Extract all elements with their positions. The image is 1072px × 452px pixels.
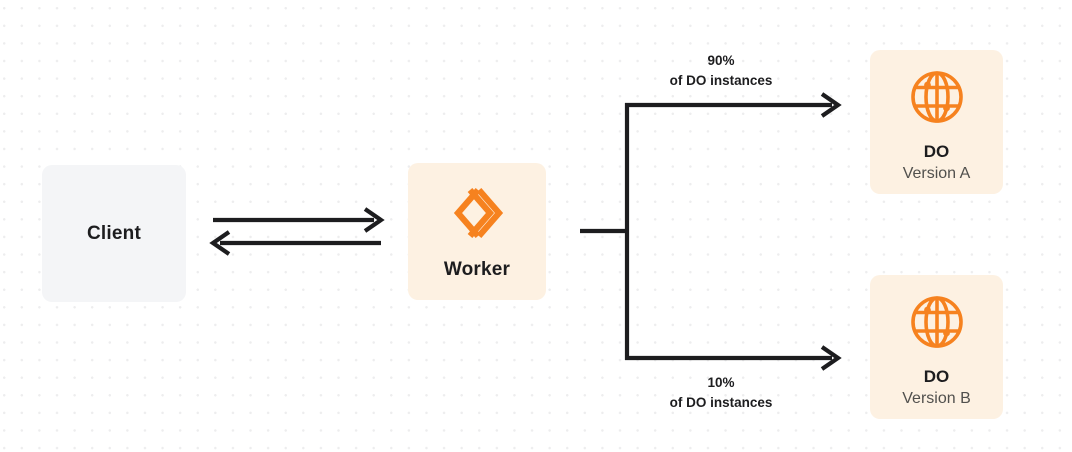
cloudflare-workers-icon [446, 182, 508, 249]
edge-label-do-b: 10% of DO instances [624, 373, 818, 412]
node-worker-label: Worker [443, 259, 511, 280]
node-do-version-b-title: DO [923, 367, 950, 386]
node-do-version-a-subtitle: Version A [902, 165, 971, 183]
durable-object-globe-icon [908, 68, 966, 131]
durable-object-globe-icon [908, 293, 966, 356]
node-do-version-a-title: DO [923, 142, 950, 161]
node-do-version-b-subtitle: Version B [902, 390, 971, 408]
node-client[interactable]: Client [42, 165, 186, 302]
node-do-version-a[interactable]: DO Version A [870, 50, 1003, 194]
node-client-label: Client [87, 222, 141, 244]
arrow-client-to-worker [213, 207, 385, 233]
node-worker[interactable]: Worker [408, 163, 546, 300]
arrow-worker-to-do-b [625, 345, 842, 371]
node-do-version-b[interactable]: DO Version B [870, 275, 1003, 419]
edge-label-do-a: 90% of DO instances [624, 51, 818, 90]
arrow-worker-to-do-a [625, 92, 842, 118]
edge-label-do-b-percent: 10% [707, 375, 735, 390]
branch-trunk [580, 103, 630, 360]
edge-label-do-a-description: of DO instances [669, 72, 773, 88]
arrow-worker-to-client [209, 230, 381, 256]
edge-label-do-b-description: of DO instances [669, 394, 773, 410]
edge-label-do-a-percent: 90% [707, 53, 735, 68]
